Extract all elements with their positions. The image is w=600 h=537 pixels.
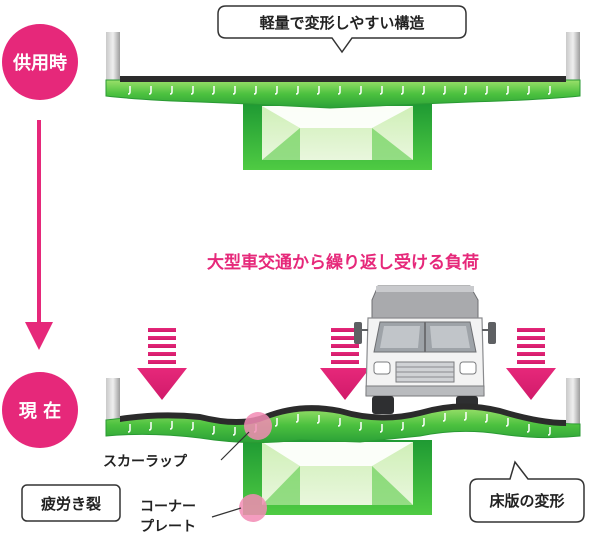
label-corner-plate-1: コーナー [140,499,196,515]
pavement-layer [120,76,566,82]
truck-icon [354,285,496,414]
stage-label-past: 供用時 [12,52,67,74]
barrier-left [106,378,120,426]
load-arrow-icon [137,328,187,400]
time-arrow-icon [25,120,53,350]
barrier-right [566,32,580,82]
callout-deck-deformation: 床版の変形 [469,460,585,523]
callout-structure-text: 軽量で変形しやすい構造 [260,14,425,32]
callout-fatigue-crack-text: 疲労き裂 [41,495,101,513]
headline-load: 大型車交通から繰り返し受ける負荷 [207,252,479,273]
stage-badge-present: 現 在 [2,372,78,448]
label-scallop: スカーラップ [103,454,188,470]
label-corner-plate-2: プレート [140,519,196,535]
stage-badge-past: 供用時 [2,24,78,100]
callout-structure: 軽量で変形しやすい構造 [217,5,467,54]
load-arrow-icon [506,328,556,400]
deck-ribs [127,86,551,95]
leader-corner-plate [211,507,242,518]
bridge-section-present [105,378,581,515]
load-arrow-icon [320,328,370,400]
crack-marker-icon [244,412,272,440]
stage-label-present: 現 在 [19,400,61,422]
pavement-layer-deformed [120,403,566,426]
callout-fatigue-crack: 疲労き裂 [21,484,121,522]
barrier-left [106,32,120,82]
steel-deck [105,79,581,109]
leader-scallop [220,431,250,461]
bridge-section-past [105,32,581,170]
crack-marker-icon [239,494,267,522]
callout-deck-deformation-text: 床版の変形 [489,492,564,510]
barrier-right [566,378,580,426]
